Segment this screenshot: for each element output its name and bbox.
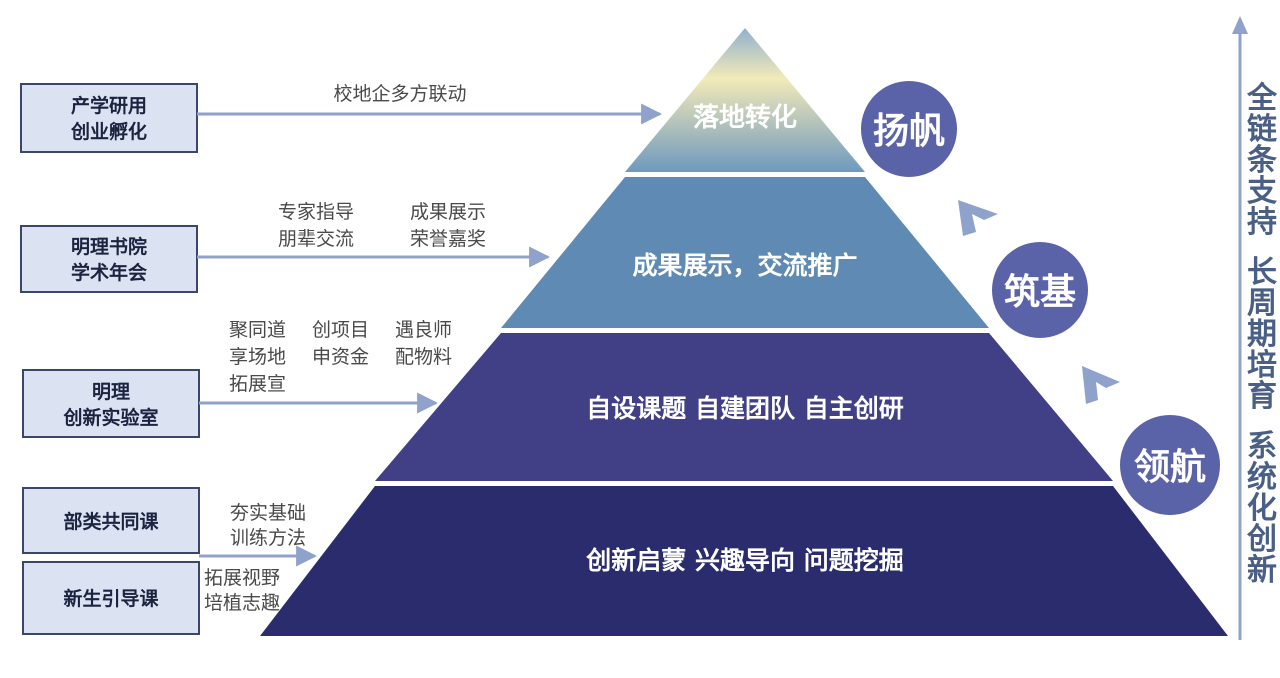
side-char: 创 — [1246, 522, 1277, 557]
annotation-bottom-upper: 夯实基础 — [230, 502, 306, 524]
box-line: 创新实验室 — [62, 406, 158, 429]
pyramid-layer-bottom — [260, 486, 1228, 636]
annotation-third-item: 享场地 — [229, 346, 286, 368]
side-char: 育 — [1247, 379, 1277, 414]
box-academy-conference: 明理书院 学术年会 — [20, 225, 198, 293]
annotation-bottom-upper: 训练方法 — [230, 527, 306, 549]
box-line: 新生引导课 — [63, 587, 159, 610]
side-char: 培 — [1247, 348, 1277, 383]
chevron-up-icon — [958, 200, 998, 236]
pyramid-layer-top — [625, 28, 865, 172]
stage-label: 筑基 — [1004, 272, 1076, 313]
box-line: 产学研用 — [71, 94, 147, 117]
side-char: 周 — [1247, 286, 1277, 321]
stage-circle-foundation: 筑基 — [988, 238, 1092, 342]
annotation-second-item: 朋辈交流 — [278, 228, 354, 250]
pyramid-layer-third — [375, 333, 1113, 481]
annotation-third-item: 聚同道 — [229, 319, 286, 341]
annotation-top: 校地企多方联动 — [333, 83, 466, 105]
annotation-third-item: 创项目 — [312, 319, 369, 341]
annotation-third-item: 配物料 — [395, 346, 452, 368]
annotation-third-item: 申资金 — [312, 346, 369, 368]
side-char: 支 — [1247, 174, 1277, 209]
side-char: 统 — [1247, 460, 1277, 495]
box-line: 学术年会 — [71, 261, 147, 284]
chevron-up-icon — [1082, 366, 1120, 404]
box-line: 创业孵化 — [70, 120, 147, 143]
annotation-third-item: 拓展宣 — [229, 373, 286, 395]
stage-circle-navigate: 领航 — [1116, 411, 1224, 519]
pyramid-layer-second — [501, 177, 989, 328]
side-char: 新 — [1247, 553, 1277, 588]
side-char: 持 — [1247, 205, 1277, 240]
box-industry-incubation: 产学研用 创业孵化 — [20, 83, 198, 153]
side-char: 条 — [1247, 143, 1277, 178]
stage-label: 扬帆 — [873, 111, 945, 152]
side-char: 全 — [1246, 81, 1278, 116]
annotation-third-item: 遇良师 — [395, 319, 452, 341]
layer-second-label: 成果展示，交流推广 — [632, 251, 857, 280]
layer-third-label: 自设课题 自建团队 自主创研 — [586, 394, 903, 423]
side-char: 期 — [1247, 317, 1277, 352]
box-line: 明理 — [92, 381, 130, 403]
box-line: 明理书院 — [71, 235, 147, 258]
box-innovation-lab: 明理 创新实验室 — [22, 369, 200, 438]
arrow-up-icon — [1232, 16, 1248, 34]
side-title: 全 链 条 支 持 长 周 期 培 育 系 统 化 创 新 — [1246, 81, 1278, 588]
stage-label: 领航 — [1134, 446, 1206, 488]
annotation-bottom-lower: 培植志趣 — [204, 592, 280, 614]
side-char: 链 — [1247, 112, 1277, 147]
annotation-second-item: 成果展示 — [410, 201, 486, 223]
side-char: 化 — [1247, 491, 1277, 526]
layer-bottom-label: 创新启蒙 兴趣导向 问题挖掘 — [585, 546, 903, 575]
side-char: 系 — [1247, 429, 1277, 464]
annotation-second-item: 荣誉嘉奖 — [410, 228, 486, 250]
box-common-course: 部类共同课 — [22, 487, 200, 554]
box-line: 部类共同课 — [63, 510, 159, 533]
annotation-second-item: 专家指导 — [278, 201, 354, 223]
stage-circle-sail: 扬帆 — [857, 77, 961, 181]
layer-top-label: 落地转化 — [693, 103, 797, 133]
annotation-bottom-lower: 拓展视野 — [204, 567, 280, 589]
box-freshman-course: 新生引导课 — [22, 561, 200, 635]
side-char: 长 — [1247, 255, 1277, 290]
